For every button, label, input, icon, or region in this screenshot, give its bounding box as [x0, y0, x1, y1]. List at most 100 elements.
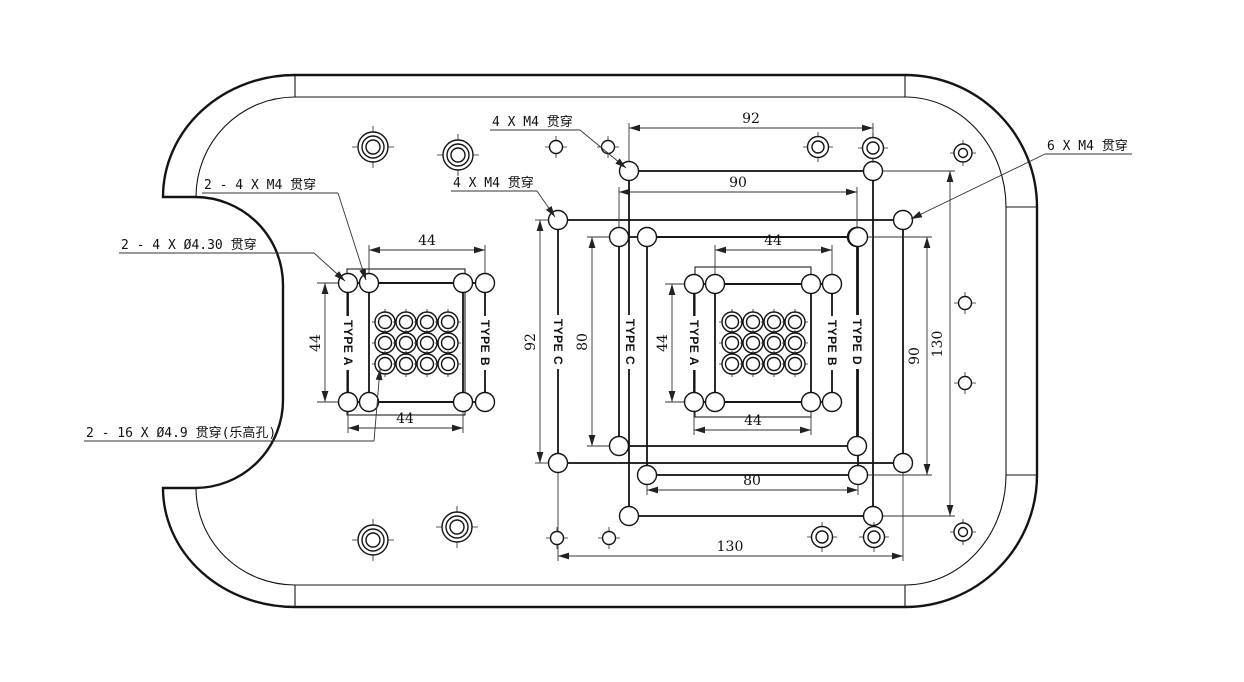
hole-circle	[766, 335, 782, 351]
hole-circle	[787, 314, 803, 330]
hole-circle	[724, 335, 740, 351]
pattern-corner-hole	[618, 505, 640, 527]
hole-circle	[549, 530, 565, 546]
pattern-corner-hole	[892, 452, 914, 474]
small-counterbore-hole	[950, 140, 976, 166]
hole-circle	[449, 519, 465, 535]
dimension-text: 44	[308, 334, 324, 352]
hole-circle	[377, 335, 393, 351]
hole-circle	[440, 314, 456, 330]
leader-arrowhead	[545, 206, 555, 217]
dimension: 92	[523, 219, 549, 464]
arrowhead	[588, 435, 596, 446]
dimension: 44	[714, 233, 833, 275]
type-label-text: TYPE B	[825, 320, 839, 366]
dimension: 130	[882, 170, 955, 517]
pattern-corner-hole	[452, 391, 474, 413]
type-label: TYPE A	[686, 316, 702, 370]
leader-arrowhead	[911, 211, 923, 219]
type-label-text: TYPE B	[478, 320, 492, 366]
pattern-corner-hole	[683, 391, 705, 413]
dimension: 44	[347, 410, 464, 433]
type-label-text: TYPE C	[551, 319, 565, 365]
type-label: TYPE C	[622, 315, 638, 369]
holes-layer	[337, 126, 976, 561]
hole-circle	[957, 147, 969, 159]
dimension-text: 44	[418, 233, 436, 249]
type-label: TYPE B	[824, 316, 840, 370]
lego-hole	[393, 351, 419, 377]
pattern-corner-hole	[474, 391, 496, 413]
pattern-corner-hole	[847, 226, 869, 248]
m4-hole	[954, 372, 976, 394]
arrowhead	[348, 424, 359, 432]
hole-circle	[601, 530, 617, 546]
type-label-text: TYPE A	[341, 320, 355, 366]
arrowhead	[946, 505, 954, 516]
plate-outer-contour	[161, 73, 1039, 609]
hole-circle	[450, 147, 466, 163]
pattern-corner-hole	[862, 505, 884, 527]
hole-circle	[474, 391, 496, 413]
arrowhead	[668, 391, 676, 402]
pattern-corner-hole	[800, 391, 822, 413]
type-label: TYPE C	[550, 315, 566, 369]
hole-circle	[724, 314, 740, 330]
arrowhead	[694, 426, 705, 434]
hole-circle	[866, 141, 880, 155]
lego-hole	[740, 351, 766, 377]
hole-circle	[787, 335, 803, 351]
hole-circle	[440, 335, 456, 351]
hole-circle	[337, 391, 359, 413]
arrowhead	[923, 464, 931, 475]
hole-circle	[358, 272, 380, 294]
dimension: 44	[308, 282, 341, 403]
hole-circle	[800, 273, 822, 295]
dimension-text: 92	[742, 111, 760, 127]
lego-hole	[782, 351, 808, 377]
arrowhead	[800, 426, 811, 434]
type-label: TYPE A	[340, 316, 356, 370]
leader-label-text: 4 X M4 贯穿	[453, 175, 534, 191]
type-label: TYPE D	[849, 315, 865, 369]
counterbore-hole	[437, 134, 479, 176]
type-label-text: TYPE D	[850, 319, 864, 365]
pattern-corner-hole	[704, 391, 726, 413]
lego-hole	[435, 351, 461, 377]
pattern-corner-hole	[337, 391, 359, 413]
hole-circle	[600, 139, 616, 155]
hole-circle	[618, 505, 640, 527]
hole-circle	[683, 273, 705, 295]
leader-line	[337, 192, 367, 281]
hole-circle	[419, 356, 435, 372]
leader-annotation: 2 - 4 X Ø4.30 贯穿	[119, 237, 346, 282]
pattern-corner-hole	[452, 272, 474, 294]
arrowhead	[536, 220, 544, 231]
hole-circle	[440, 356, 456, 372]
pattern-corner-hole	[636, 464, 658, 486]
hole-circle	[745, 356, 761, 372]
label-mask	[849, 315, 865, 369]
leader-arrowhead	[334, 271, 345, 281]
dimension-text: 80	[743, 473, 761, 489]
dimension-text: 44	[764, 233, 782, 249]
dimension: 44	[655, 283, 685, 403]
hole-circle	[608, 435, 630, 457]
label-mask	[340, 316, 356, 370]
hole-circle	[636, 226, 658, 248]
leader-annotation: 4 X M4 贯穿	[490, 114, 627, 169]
dimension: 80	[575, 236, 610, 447]
hole-circle	[766, 356, 782, 372]
lego-hole	[435, 330, 461, 356]
arrowhead	[536, 452, 544, 463]
arrowhead	[821, 246, 832, 254]
hole-circle	[957, 526, 969, 538]
pattern-corner-hole	[608, 435, 630, 457]
arrowhead	[474, 246, 485, 254]
m4-hole	[546, 527, 568, 549]
hole-circle	[365, 532, 381, 548]
lego-hole	[782, 309, 808, 335]
leader-arrowhead	[375, 369, 383, 381]
leader-line	[910, 153, 1046, 220]
